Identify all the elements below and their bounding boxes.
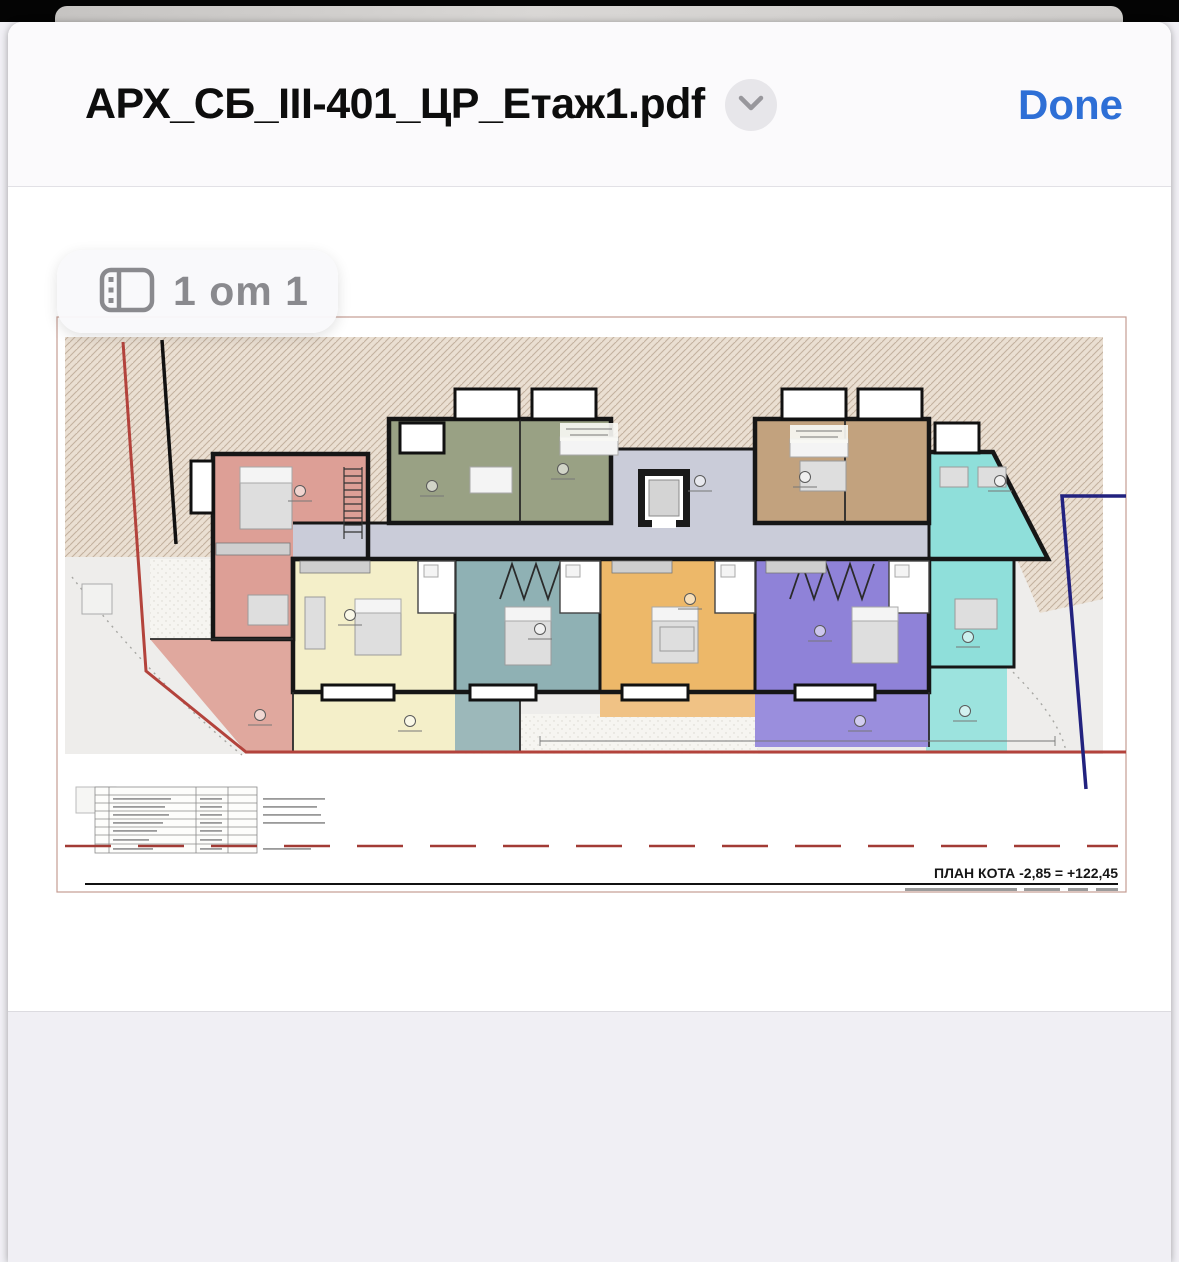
chevron-down-icon (738, 95, 764, 114)
thumbnails-sidebar-icon (99, 267, 155, 316)
quicklook-card: АРХ_СБ_III-401_ЦР_Етаж1.pdf Done (8, 22, 1171, 1262)
title-menu-chevron-button[interactable] (724, 78, 777, 131)
document-title: АРХ_СБ_III-401_ЦР_Етаж1.pdf (85, 80, 705, 128)
page-sidebar-pill[interactable]: 1 om 1 (57, 250, 338, 333)
title-bar: АРХ_СБ_III-401_ЦР_Етаж1.pdf Done (8, 22, 1171, 187)
pdf-viewer-background (8, 1011, 1171, 1262)
plan-caption: ПЛАН КОТА -2,85 = +122,45 (934, 865, 1118, 881)
done-button[interactable]: Done (1012, 80, 1129, 130)
page-indicator-label: 1 om 1 (173, 268, 309, 314)
header-divider (8, 186, 1171, 187)
